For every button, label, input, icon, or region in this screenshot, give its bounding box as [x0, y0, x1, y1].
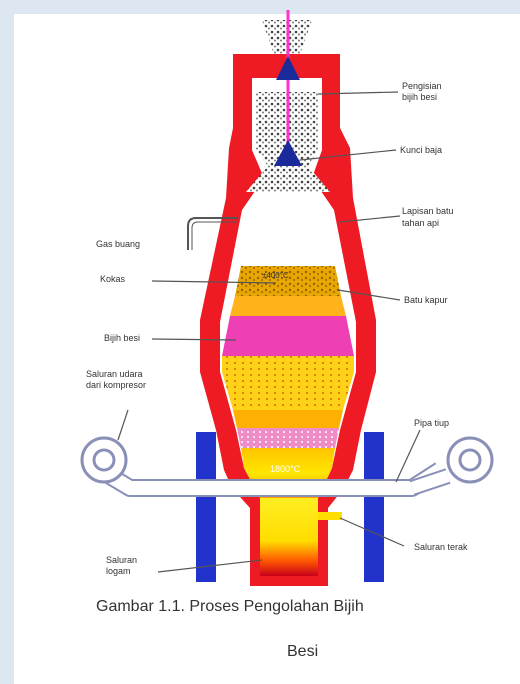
layer-iron-ore: [222, 316, 354, 356]
label-saluran-logam-1: Saluran: [106, 555, 137, 565]
label-kokas: Kokas: [100, 274, 126, 284]
label-pipa-tiup: Pipa tiup: [414, 418, 449, 428]
label-lapisan-2: tahan api: [402, 218, 439, 228]
figure-caption: Gambar 1.1. Proses Pengolahan Bijih: [96, 598, 520, 616]
label-saluran-udara-1: Saluran udara: [86, 369, 143, 379]
hearth-molten-iron: [260, 498, 318, 576]
label-lapisan-1: Lapisan batu: [402, 206, 454, 216]
label-kunci-baja: Kunci baja: [400, 145, 442, 155]
slag-tap: [318, 512, 342, 520]
support-column-left: [196, 432, 216, 582]
layer-mixed: [233, 410, 343, 428]
label-pengisian-1: Pengisian: [402, 81, 442, 91]
layer-yellow-charge: [222, 356, 354, 410]
label-gas-buang: Gas buang: [96, 239, 140, 249]
support-column-right: [364, 432, 384, 582]
label-temp-bottom: 1800°C: [270, 464, 301, 474]
label-bijih-besi: Bijih besi: [104, 333, 140, 343]
label-batu-kapur: Batu kapur: [404, 295, 448, 305]
label-saluran-logam-2: logam: [106, 566, 131, 576]
layer-limestone: [230, 296, 346, 316]
label-saluran-udara-2: dari kompresor: [86, 380, 146, 390]
label-saluran-terak: Saluran terak: [414, 542, 468, 552]
label-pengisian-2: bijih besi: [402, 92, 437, 102]
layer-slag: [237, 428, 339, 448]
label-temp-top: ±400°C: [262, 271, 289, 280]
figure-caption-line2: Besi: [287, 643, 318, 661]
